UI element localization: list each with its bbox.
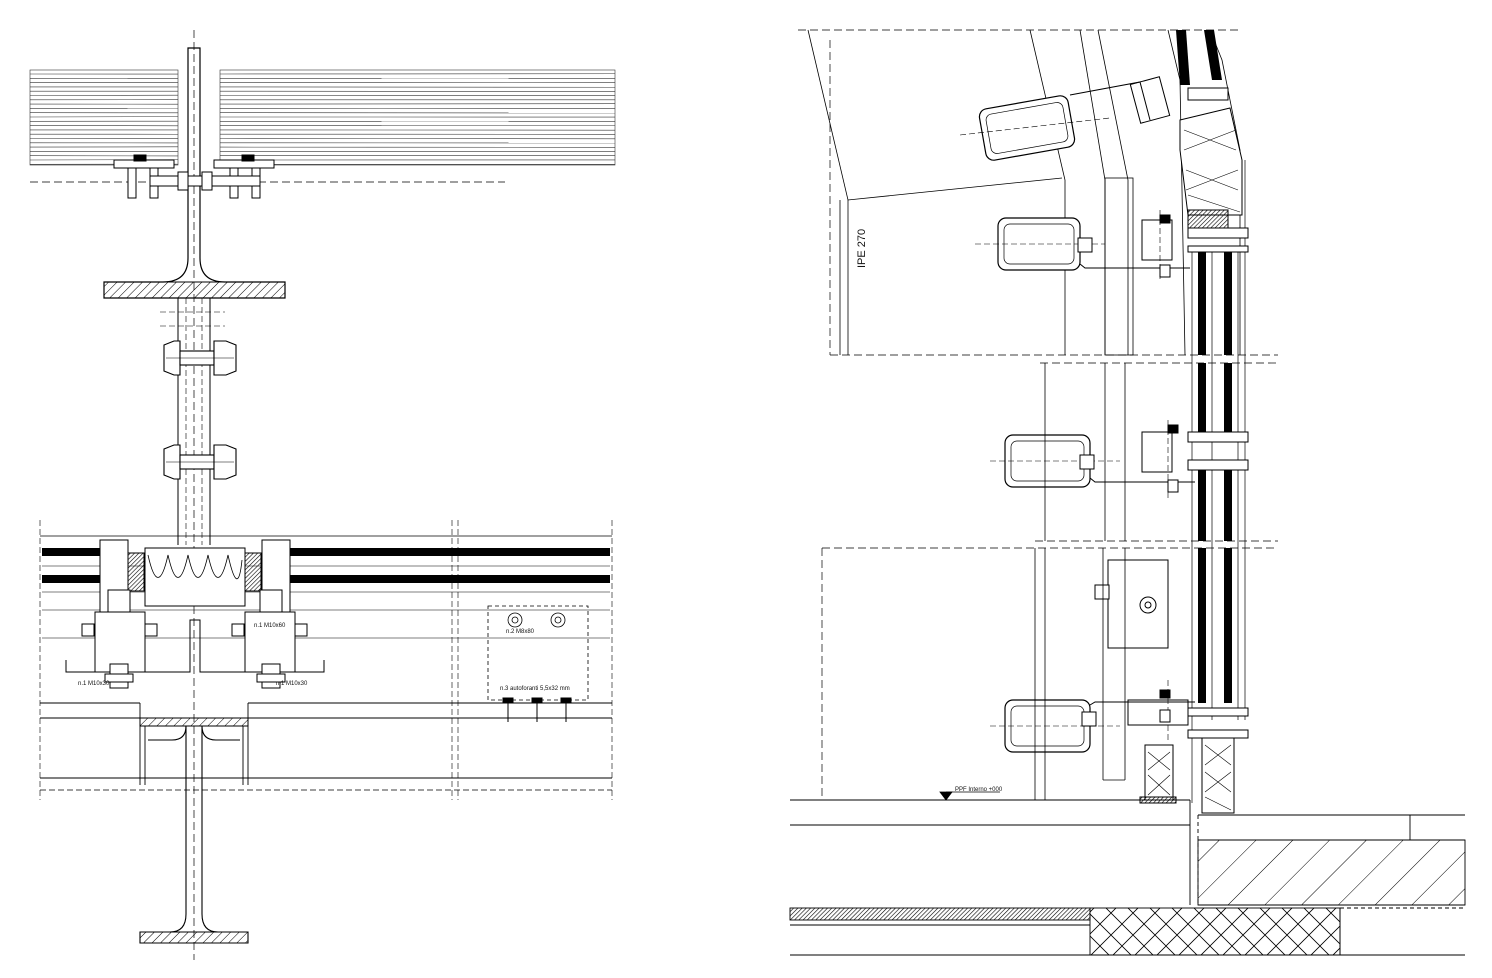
bolt-upper: [164, 341, 236, 375]
right-detail: IPE 270 PPF Interno +000: [790, 30, 1465, 955]
upper-insulation: [1180, 108, 1242, 228]
left-grating-panel: [30, 70, 178, 165]
lower-insulation: [1140, 738, 1234, 813]
floor-slab: [790, 800, 1465, 955]
rhs-tube-1: [978, 95, 1076, 162]
right-grating-panel: [220, 70, 615, 165]
label-bolt-left: n.1 M10x30: [78, 681, 110, 687]
connection-plate: [160, 298, 225, 545]
label-self-tapping: n.3 autoforanti 5,5x32 mm: [500, 686, 570, 692]
tube-axes: [960, 118, 1168, 740]
label-floor-level: PPF Interno +000: [955, 787, 1003, 793]
label-bolt-mid: n.1 M10x60: [254, 623, 286, 629]
insulation-block: [128, 548, 261, 606]
label-beam: IPE 270: [856, 229, 868, 268]
brackets: [1070, 77, 1195, 725]
floor-level-marker: [940, 792, 1000, 800]
bolt-lower: [164, 445, 236, 479]
left-detail: n.2 M8x80 n.1 M10x30 n.1 M10x60 n.1 M10x…: [30, 30, 615, 960]
lower-beam: [40, 703, 612, 785]
label-bolt-right: n.1 M10x30: [276, 681, 308, 687]
tilted-facade: [808, 30, 1240, 355]
top-through-bolt: [150, 172, 260, 190]
label-bolts-m8: n.2 M8x80: [506, 629, 535, 635]
